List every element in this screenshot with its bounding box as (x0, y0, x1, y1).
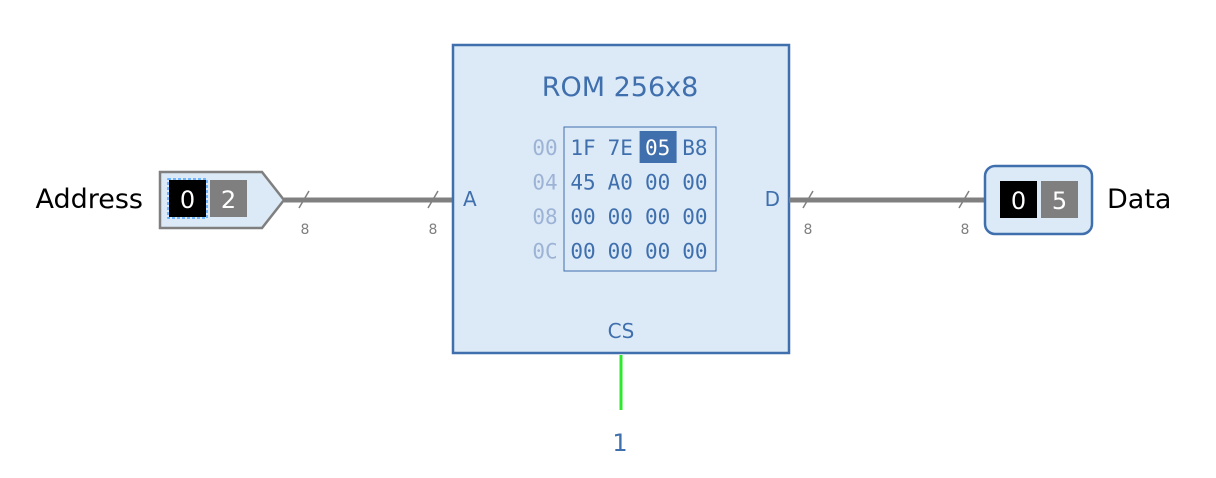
memory-row-address: 00 (532, 136, 557, 160)
rom-memory-table (563, 126, 717, 272)
memory-row-address: 0C (532, 240, 557, 264)
data-digit-lo: 5 (1052, 187, 1067, 215)
data-digit-lo-box (1041, 181, 1078, 218)
address-digit-hi-focus (167, 178, 208, 219)
address-digit-hi: 0 (180, 186, 195, 214)
memory-cell[interactable]: 00 (682, 171, 707, 195)
address-digit-lo: 2 (221, 186, 236, 214)
memory-cell[interactable]: 00 (608, 205, 633, 229)
memory-cell[interactable]: B8 (682, 136, 707, 160)
data-output[interactable]: 0 5 (983, 164, 1094, 236)
memory-row-address: 08 (532, 205, 557, 229)
rom-port-a: A (463, 187, 477, 211)
memory-cell-highlight (639, 131, 677, 163)
data-bus-width-right: 8 (961, 222, 970, 238)
address-bus-slash-right (427, 190, 439, 209)
memory-cell[interactable]: 05 (645, 136, 670, 160)
cs-value: 1 (612, 429, 627, 457)
data-bus-slash-right (958, 190, 970, 209)
memory-cell[interactable]: 00 (645, 171, 670, 195)
memory-cell[interactable]: 00 (682, 240, 707, 264)
rom-title: ROM 256x8 (542, 72, 699, 103)
memory-cell[interactable]: 00 (570, 205, 595, 229)
memory-cell[interactable]: 45 (570, 171, 595, 195)
memory-cell[interactable]: A0 (608, 171, 633, 195)
rom-memory-grid: 00 1F 7E 05 B8 04 45 A0 00 00 08 00 00 00 00 0C 00 00 00 00 (532, 131, 708, 264)
memory-cell[interactable]: 00 (682, 205, 707, 229)
address-bus-width-left: 8 (301, 222, 310, 238)
data-label: Data (1107, 184, 1171, 215)
address-input[interactable]: 0 2 (158, 170, 286, 230)
memory-cell[interactable]: 7E (608, 136, 633, 160)
rom-port-cs: CS (608, 319, 635, 343)
address-digit-lo-box[interactable] (210, 180, 247, 217)
address-bus-slash-left (298, 190, 310, 209)
rom-body[interactable] (451, 43, 791, 355)
data-digit-hi: 0 (1011, 187, 1026, 215)
data-bus-slash-left (802, 190, 814, 209)
memory-cell[interactable]: 00 (570, 240, 595, 264)
memory-cell[interactable]: 00 (608, 240, 633, 264)
memory-cell[interactable]: 00 (645, 205, 670, 229)
rom-port-d: D (765, 187, 780, 211)
address-bus-width-right: 8 (429, 222, 438, 238)
data-digit-hi-box (1000, 181, 1037, 218)
memory-row-address: 04 (532, 171, 557, 195)
memory-cell[interactable]: 1F (570, 136, 595, 160)
memory-cell[interactable]: 00 (645, 240, 670, 264)
data-bus-width-left: 8 (804, 222, 813, 238)
address-label: Address (35, 184, 143, 215)
address-digit-hi-box[interactable] (169, 180, 206, 217)
